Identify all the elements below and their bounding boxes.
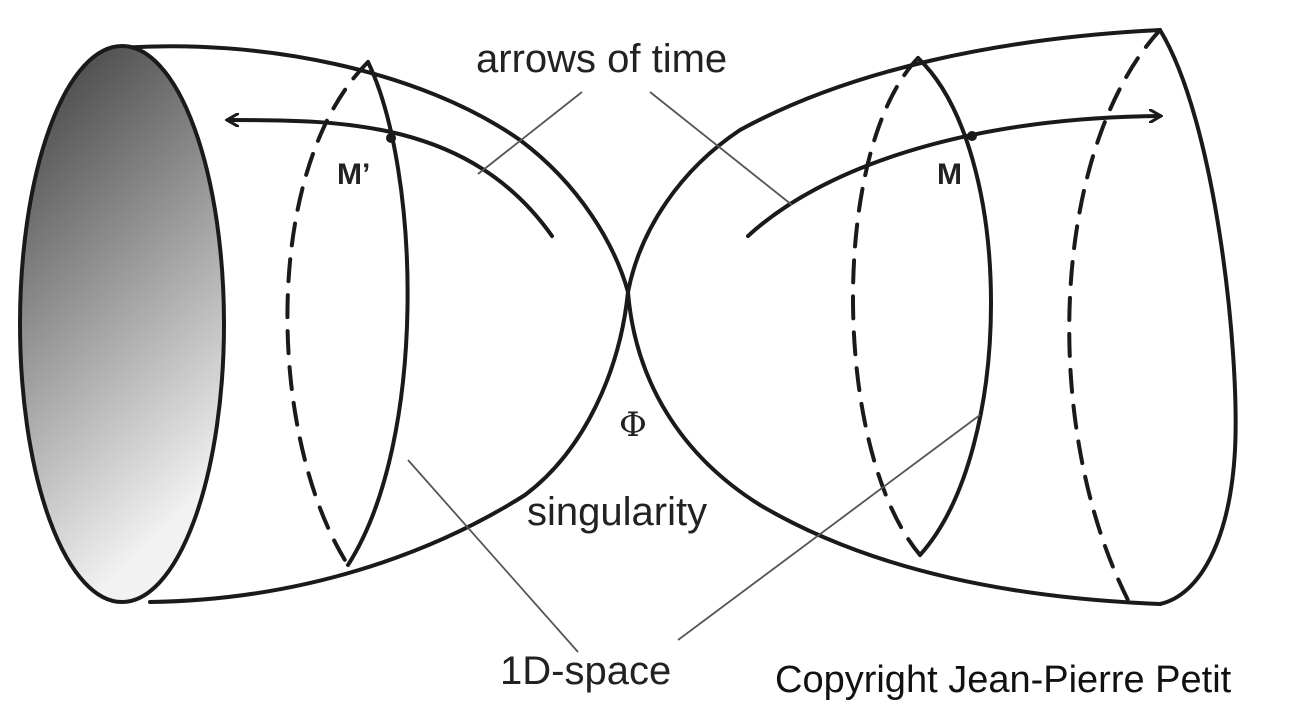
leader-lines (407, 91, 981, 653)
right-cone-top-outline (626, 28, 1162, 294)
right-cross-section-solid (916, 56, 993, 557)
left-cone-top-outline (118, 44, 630, 294)
phi-symbol: Φ (619, 405, 647, 445)
left-point-m-prime-dot (386, 133, 396, 143)
left-cone-opening (18, 44, 226, 604)
point-m-prime-label: M’ (337, 158, 370, 191)
singularity-label: singularity (527, 490, 707, 534)
left-arrow-of-time (228, 120, 554, 238)
right-cone (626, 28, 1238, 606)
left-cross-section-solid (346, 60, 410, 567)
arrows-of-time-label: arrows of time (476, 37, 727, 81)
leader-space-right (677, 414, 981, 641)
one-d-space-label: 1D-space (500, 649, 671, 693)
left-cone (18, 44, 630, 604)
leader-arrows-left (477, 91, 583, 175)
right-cone-far-rim (1158, 28, 1238, 606)
left-cross-section-dashed (285, 60, 370, 567)
right-cone-far-rim-dashed (1067, 28, 1162, 606)
right-arrow-of-time (746, 116, 1160, 238)
point-m-label: M (937, 158, 962, 191)
left-cone-bottom-outline (148, 290, 630, 604)
leader-space-left (407, 459, 579, 653)
right-cross-section-dashed (851, 56, 922, 557)
copyright-notice: Copyright Jean-Pierre Petit (775, 659, 1232, 701)
leader-arrows-right (649, 91, 793, 206)
right-point-m-dot (967, 131, 977, 141)
right-cone-bottom-outline (626, 290, 1162, 606)
